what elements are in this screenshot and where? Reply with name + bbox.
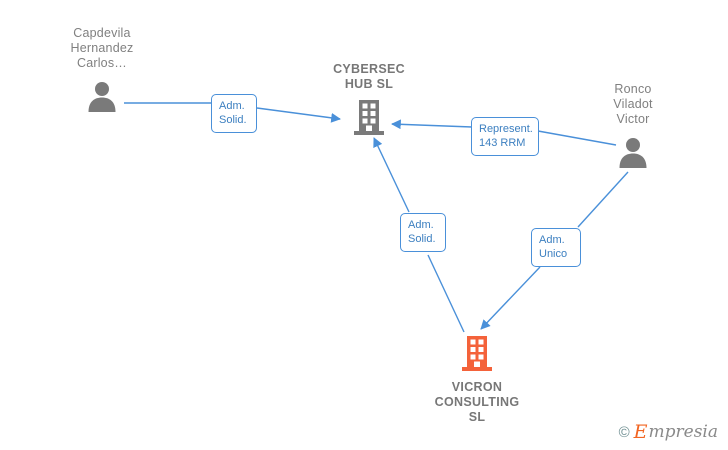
node-capdevila-label: Capdevila Hernandez Carlos… [70,26,134,70]
watermark: © E mpresia [619,423,718,442]
node-capdevila[interactable]: Capdevila Hernandez Carlos… [42,26,162,117]
edge-vicron-cybersec-segment-a [427,254,465,333]
person-icon [82,75,122,117]
building-icon [349,97,389,139]
building-icon [457,333,497,375]
person-icon [613,131,653,173]
edge-label-vicron-cybersec[interactable]: Adm. Solid. [400,213,446,252]
node-cybersec-label: CYBERSEC HUB SL [333,62,405,91]
node-ronco[interactable]: Ronco Viladot Victor [573,82,693,173]
edge-label-capdevila-cybersec[interactable]: Adm. Solid. [211,94,257,133]
edge-ronco-vicron-segment-b [480,266,541,330]
edge-label-ronco-cybersec[interactable]: Represent. 143 RRM [471,117,539,156]
edge-ronco-cybersec-segment-a [537,130,617,146]
watermark-brand-rest: mpresia [648,422,719,442]
watermark-brand-initial: E [633,421,648,443]
edge-capdevila-cybersec-segment-b [256,107,341,123]
copyright-icon: © [618,424,630,441]
node-cybersec[interactable]: CYBERSEC HUB SL [309,62,429,139]
node-ronco-label: Ronco Viladot Victor [613,82,653,126]
edge-label-ronco-vicron[interactable]: Adm. Unico [531,228,581,267]
edge-vicron-cybersec-segment-b [373,137,410,213]
edge-ronco-vicron-segment-a [577,171,629,228]
edge-ronco-cybersec-segment-b [391,119,473,130]
node-vicron[interactable]: VICRON CONSULTING SL [417,333,537,425]
node-vicron-label: VICRON CONSULTING SL [434,380,520,424]
